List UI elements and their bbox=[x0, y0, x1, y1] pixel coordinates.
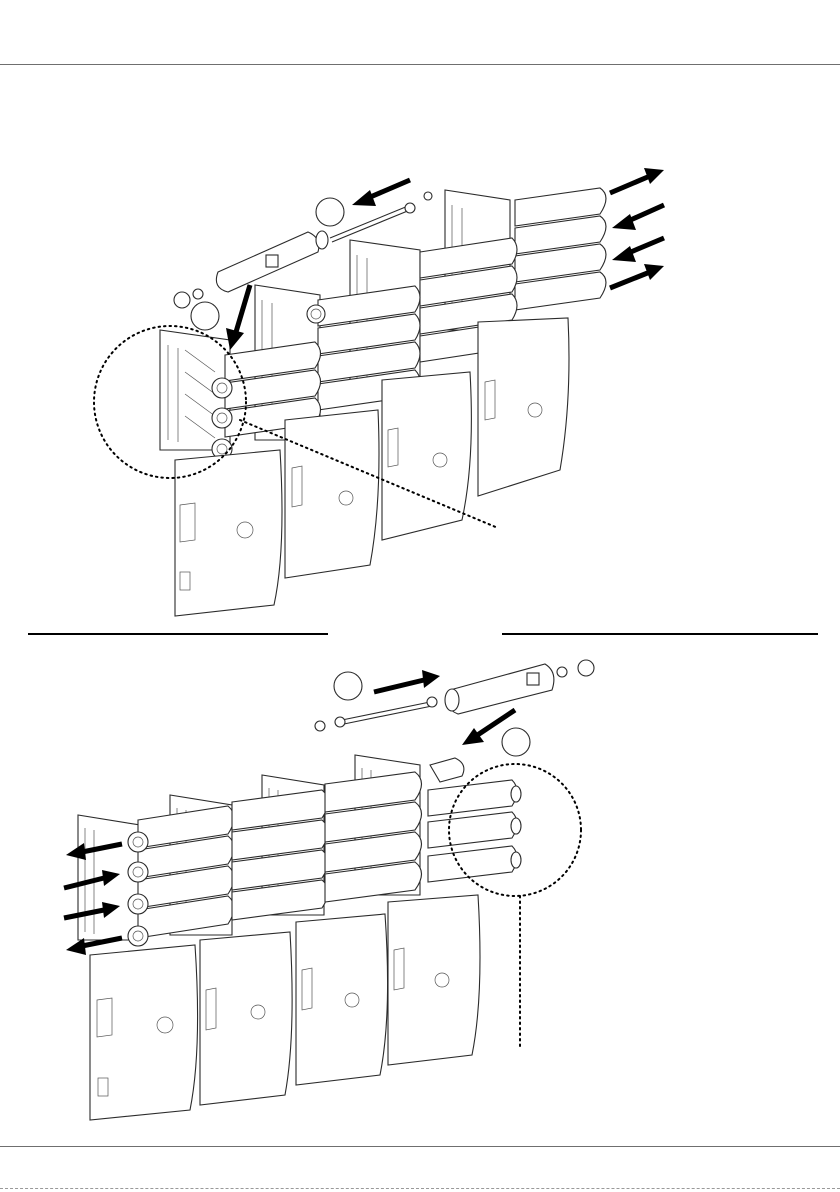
lower-exploded-cartridge-icon bbox=[315, 660, 594, 756]
upper-figure bbox=[94, 168, 664, 616]
lower-figure bbox=[64, 660, 594, 1120]
